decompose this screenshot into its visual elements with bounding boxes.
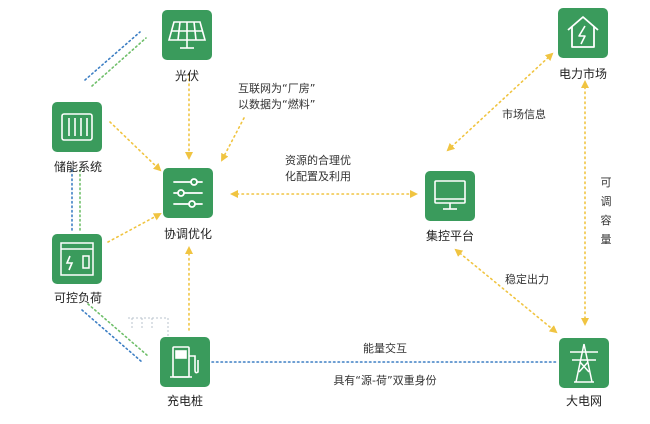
node-load: 可控负荷	[52, 234, 102, 305]
annotation-stable-output: 稳定出力	[505, 272, 549, 286]
yellow-arrows	[107, 52, 589, 334]
label-platform: 集控平台	[426, 228, 474, 243]
charging-pile-icon	[170, 346, 199, 378]
node-platform: 集控平台	[425, 171, 475, 243]
annotation-energy-exchange: 能量交互	[363, 341, 407, 355]
annotation-dual-identity: 具有“源-荷”双重身份	[333, 373, 436, 387]
node-charger: 充电桩	[160, 337, 210, 408]
annotation-internet-2: 以数据为“燃料”	[238, 97, 315, 111]
label-load: 可控负荷	[54, 291, 102, 305]
annotation-adjustable-3: 容	[601, 213, 612, 227]
node-grid: 大电网	[559, 338, 609, 408]
label-coordinate: 协调优化	[164, 226, 212, 241]
label-solar: 光伏	[175, 69, 199, 83]
battery-icon	[61, 113, 93, 141]
node-market: 电力市场	[558, 8, 608, 81]
controllable-load-icon	[60, 242, 94, 276]
label-grid: 大电网	[566, 394, 602, 408]
annotation-market-info: 市场信息	[502, 107, 546, 121]
annotation-resource-1: 资源的合理优	[285, 153, 351, 167]
power-tower-icon	[570, 343, 598, 383]
solar-panel-icon	[167, 21, 207, 49]
label-market: 电力市场	[559, 66, 607, 81]
house-lightning-icon	[567, 16, 599, 48]
node-storage: 储能系统	[52, 102, 102, 174]
sliders-icon	[173, 178, 203, 208]
annotation-adjustable-1: 可	[601, 176, 612, 189]
label-storage: 储能系统	[54, 159, 102, 174]
left-dotted-links	[71, 31, 559, 363]
node-coordinate: 协调优化	[163, 168, 213, 241]
annotation-internet-1: 互联网为“厂房”	[238, 82, 315, 95]
annotation-adjustable-4: 量	[601, 233, 612, 246]
label-charger: 充电桩	[167, 393, 203, 408]
annotation-adjustable-2: 调	[601, 195, 612, 208]
annotation-resource-2: 化配置及利用	[285, 169, 351, 183]
charger-sketch	[128, 317, 169, 336]
node-solar: 光伏	[162, 10, 212, 83]
monitor-icon	[434, 180, 466, 210]
